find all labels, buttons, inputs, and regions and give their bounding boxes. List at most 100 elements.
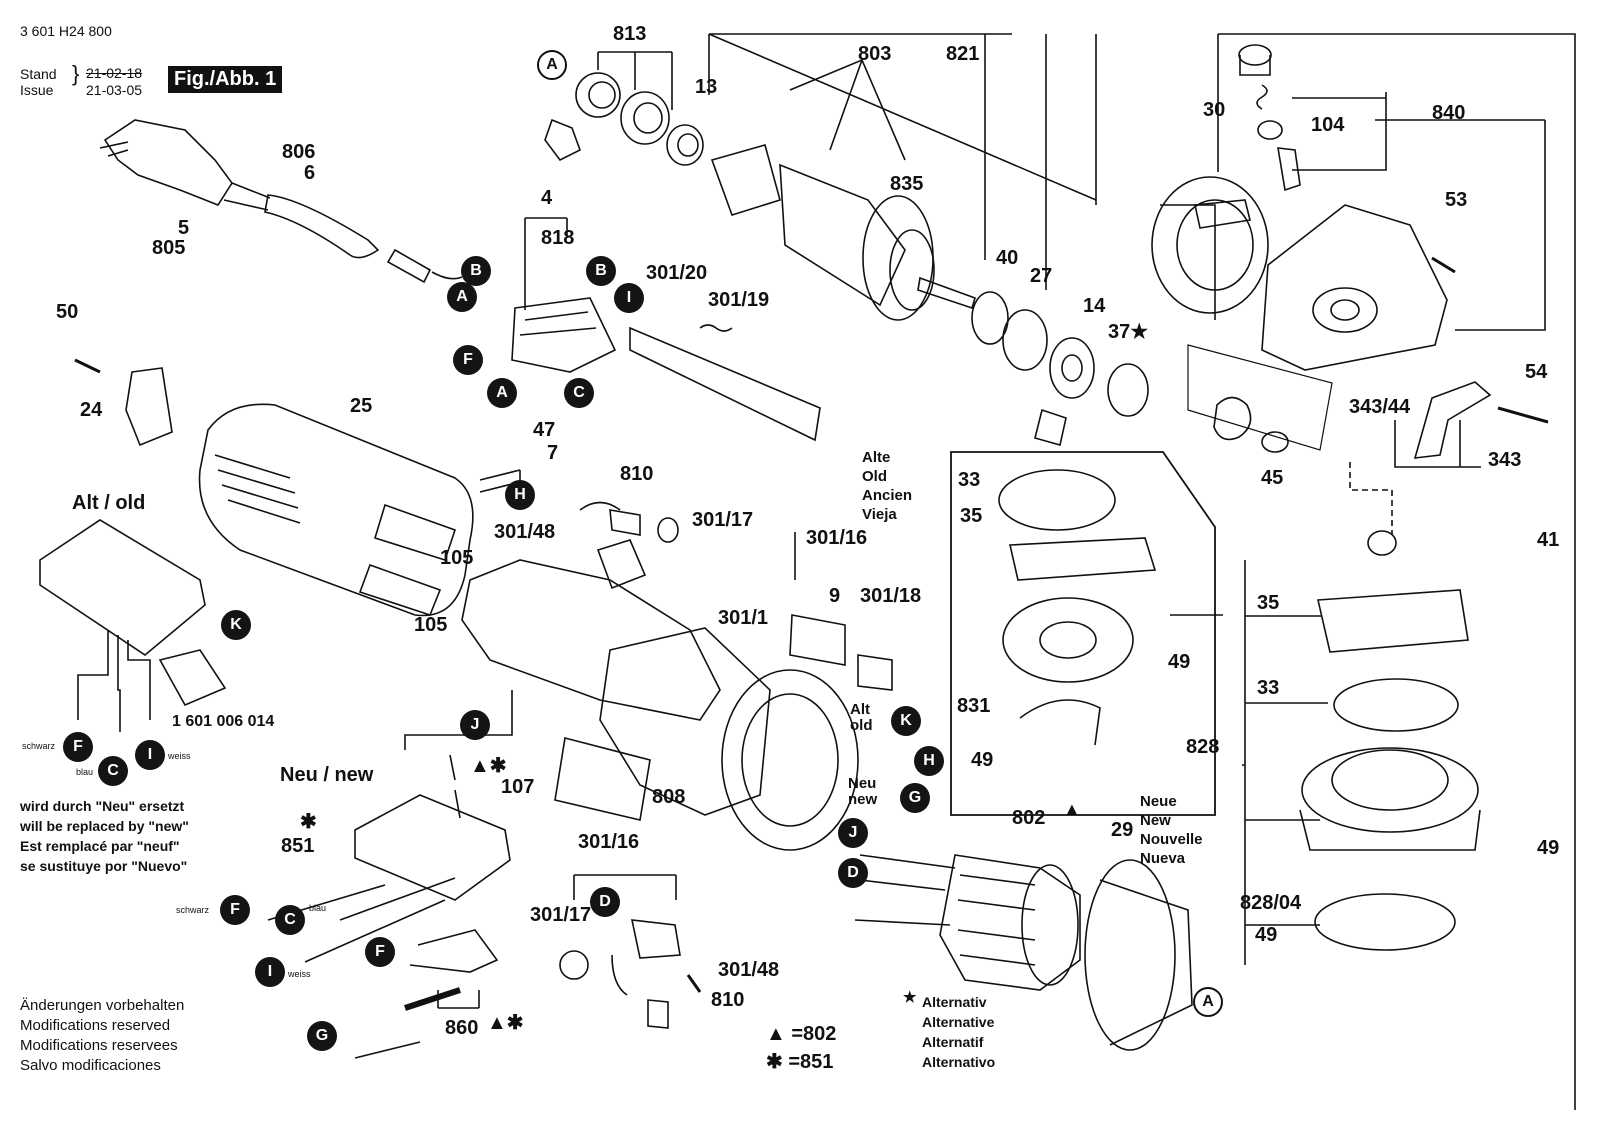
part-107 (449, 754, 461, 819)
part-number: 851 (281, 835, 315, 857)
brush-holder-301-16 (596, 539, 647, 590)
brush-holder-small (544, 118, 581, 162)
part-number: 805 (152, 237, 186, 259)
part-number: 818 (541, 227, 575, 249)
part-number: 33 (1257, 677, 1280, 699)
part-number: 802 (1012, 807, 1046, 829)
ring-33-new (1333, 678, 1459, 732)
callout-a: A (447, 282, 477, 312)
electronics-new (354, 794, 511, 901)
ring-33-old (998, 469, 1116, 531)
stator-802 (854, 854, 1081, 991)
part-number: 803 (858, 43, 892, 65)
lever-343 (1413, 381, 1492, 459)
wire-color-label: schwarz (22, 741, 56, 751)
part-number: 5 (178, 217, 190, 239)
spring-301-19 (699, 324, 733, 332)
tri-star-mark: ▲✱ (470, 755, 507, 777)
part-number: 24 (80, 399, 103, 421)
flange-old (1002, 597, 1134, 683)
part-number: 810 (620, 463, 654, 485)
tri-star-mark: ▲✱ (487, 1012, 524, 1034)
callout-g: G (307, 1021, 337, 1051)
spindle-lock-840 (1238, 44, 1301, 192)
axis-dash-41 (1349, 462, 1393, 535)
callout-f: F (63, 732, 93, 762)
part-number: 840 (1432, 102, 1466, 124)
leader-45-box (1187, 344, 1333, 451)
kit-insert (158, 649, 227, 707)
gasket-35-old (1009, 537, 1157, 581)
screw-301-48-b (686, 974, 702, 993)
part-number: 835 (890, 173, 924, 195)
figure-label: Fig./Abb. 1 (168, 66, 283, 93)
circlip-40 (971, 291, 1009, 345)
callout-i: I (135, 740, 165, 770)
stand-label: Stand (20, 66, 57, 82)
leader-803 (789, 58, 906, 161)
slide-switch-301-20 (629, 326, 821, 442)
bracket-821 (984, 34, 1219, 290)
part-number: 301/17 (530, 904, 592, 926)
callout-c: C (564, 378, 594, 408)
part-number: 105 (414, 614, 448, 636)
callout-b: B (586, 256, 616, 286)
star-mark: ★ (903, 989, 917, 1006)
screw-53 (1431, 256, 1456, 274)
callout-d: D (590, 887, 620, 917)
sleeve-860 (404, 987, 461, 1011)
bracket-813 (597, 51, 673, 110)
callout-a: A (537, 50, 567, 80)
star-mark: ✱ (300, 811, 317, 833)
bracket-4 (524, 217, 568, 310)
legend-triangle: ▲ =802 (766, 1023, 837, 1045)
part-number: 810 (711, 989, 745, 1011)
part-number: 343 (1488, 449, 1522, 471)
gear-housing (1261, 204, 1448, 371)
part-number: 49 (1168, 651, 1191, 673)
wires-old (77, 630, 151, 732)
bracket-24 (125, 367, 173, 447)
callout-j: J (838, 818, 868, 848)
screw-54 (1497, 406, 1549, 424)
spring-301-17 (657, 517, 679, 543)
bracket-828 (1242, 560, 1328, 965)
inset-frame (950, 451, 1216, 816)
leader-30 (1160, 204, 1216, 320)
part-number: 301/17 (692, 509, 754, 531)
part-number: 301/16 (578, 831, 640, 853)
part-number: 105 (440, 547, 474, 569)
flange-828 (1299, 747, 1481, 851)
part-number: 860 (445, 1017, 479, 1039)
callout-a: A (1193, 987, 1223, 1017)
triangle-mark: ▲ (1063, 799, 1081, 819)
part-number: 49 (1255, 924, 1278, 946)
armature-835 (710, 144, 976, 321)
wire-color-label: schwarz (176, 905, 210, 915)
bearing-41 (1367, 530, 1397, 556)
part-number: 6 (304, 162, 316, 184)
label-105b (358, 563, 442, 616)
callout-c: C (275, 905, 305, 935)
callout-d: D (838, 858, 868, 888)
brush-810-b (611, 954, 669, 1029)
neu-new-label: Neu / new (280, 764, 374, 786)
bracket-840 (1292, 92, 1545, 171)
callout-f: F (365, 937, 395, 967)
cable-sleeve-6 (264, 194, 380, 259)
part-number: 821 (946, 43, 980, 65)
part-number: 301/48 (494, 521, 556, 543)
part-301-18 (857, 654, 893, 691)
part-number: 301/16 (806, 527, 868, 549)
issue-date: 21-03-05 (86, 82, 143, 98)
part-number: 808 (652, 786, 686, 808)
part-number: 107 (501, 776, 535, 798)
bracket-top-long (708, 33, 1012, 95)
part-number: 45 (1261, 467, 1284, 489)
